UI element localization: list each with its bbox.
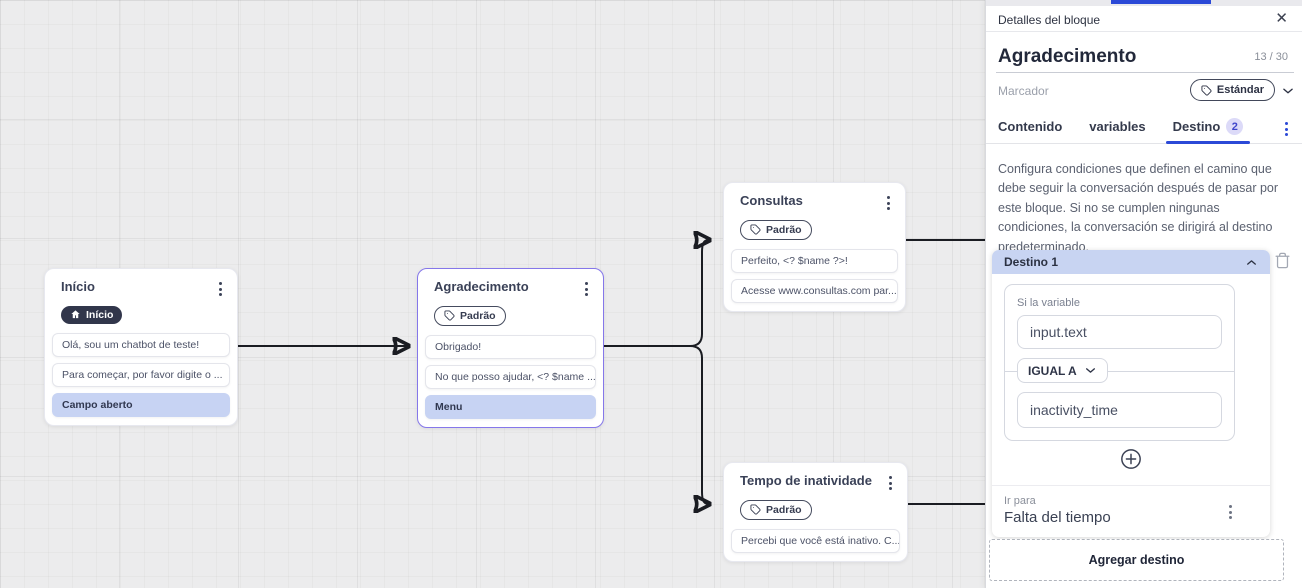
flow-node-consultas[interactable]: Consultas Padrão Perfeito, <? $name ?>! … [723,182,906,312]
badge-label: Padrão [766,223,802,236]
goto-label: Ir para [1004,495,1036,507]
badge-label: Padrão [766,503,802,516]
node-title: Início [61,279,95,294]
output-row[interactable]: Menu [425,394,596,419]
block-details-panel: Detalles del bloque ✕ Agradecimento 13 /… [985,0,1302,588]
message-row[interactable]: Perfeito, <? $name ?>! [731,248,898,273]
operator-select[interactable]: IGUAL A [1017,358,1108,383]
padrao-badge: Padrão [740,220,812,240]
chevron-up-icon[interactable] [1245,256,1258,269]
badge-label: Início [86,308,114,321]
marker-select[interactable]: Estándar [1189,79,1275,101]
divider [996,72,1294,73]
goto-row[interactable]: Ir para Falta del tiempo [992,485,1270,537]
message-row[interactable]: No que posso ajudar, <? $name ... [425,364,596,389]
condition-box: Si la variable input.text IGUAL A inacti… [1004,284,1235,441]
destination-description: Configura condiciones que definen el cam… [998,162,1279,254]
value-input[interactable]: inactivity_time [1017,392,1222,428]
add-destination-button[interactable]: Agregar destino [989,539,1284,581]
variable-input[interactable]: input.text [1017,315,1222,349]
plus-circle-icon [1121,449,1141,469]
badge-label: Padrão [460,309,496,322]
node-title: Consultas [740,193,803,208]
message-row[interactable]: Para começar, por favor digite o ... [52,362,230,387]
block-name-input[interactable]: Agradecimento [998,46,1137,67]
kebab-menu-icon[interactable] [885,473,896,493]
padrao-badge: Padrão [740,500,812,520]
tag-icon [1201,84,1212,96]
goto-value: Falta del tiempo [1004,509,1111,526]
message-row[interactable]: Percebi que você está inativo. C... [731,528,900,553]
message-row[interactable]: Obrigado! [425,334,596,359]
inicio-badge: Início [61,306,123,324]
divider [986,31,1302,32]
kebab-menu-icon[interactable] [215,279,226,299]
tab-destino[interactable]: Destino 2 [1165,110,1250,144]
destination-card: Destino 1 Si la variable input.text IGUA… [992,250,1270,537]
close-icon[interactable]: ✕ [1275,10,1288,27]
chevron-down-icon [1085,368,1095,373]
padrao-badge: Padrão [434,306,506,326]
condition-label: Si la variable [1017,297,1080,309]
flow-node-agradecimento[interactable]: Agradecimento Padrão Obrigado! No que po… [417,268,604,428]
tab-variables[interactable]: variables [1089,119,1146,134]
tag-icon [444,310,455,321]
edge-branch-to-consultas [689,240,708,347]
add-condition-button[interactable] [1120,448,1142,470]
kebab-menu-icon[interactable] [1225,502,1236,522]
flow-node-inicio[interactable]: Início Início Olá, sou um chatbot de tes… [44,268,238,426]
message-row[interactable]: Olá, sou um chatbot de teste! [52,332,230,357]
tag-icon [750,224,761,235]
marker-label: Marcador [998,84,1049,98]
message-row[interactable]: Acesse www.consultas.com par... [731,278,898,303]
destination-count-badge: 2 [1226,118,1244,135]
panel-top-strip [986,0,1302,6]
kebab-menu-icon[interactable] [883,193,894,213]
flow-node-tempo-inatividade[interactable]: Tempo de inatividade Padrão Percebi que … [723,462,908,562]
tag-icon [750,504,761,515]
destination-card-header[interactable]: Destino 1 [992,250,1270,274]
marker-value: Estándar [1216,84,1264,96]
edge-branch-to-tempo [689,345,708,504]
kebab-menu-icon[interactable] [1281,119,1292,139]
top-accent-bar [1111,0,1211,4]
kebab-menu-icon[interactable] [581,279,592,299]
char-counter: 13 / 30 [1254,51,1288,63]
destination-title: Destino 1 [1004,255,1059,269]
node-title: Agradecimento [434,279,529,294]
home-icon [71,310,80,319]
node-title: Tempo de inatividade [740,473,872,488]
tab-contenido[interactable]: Contenido [998,119,1063,134]
panel-tabs: Contenido variables Destino 2 [986,110,1302,144]
chevron-down-icon[interactable] [1281,84,1295,98]
trash-icon[interactable] [1274,252,1291,271]
output-row[interactable]: Campo aberto [52,392,230,417]
panel-title: Detalles del bloque [998,13,1101,27]
